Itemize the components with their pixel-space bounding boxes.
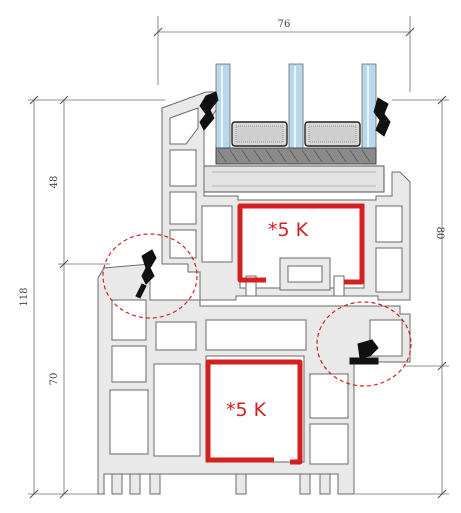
seal-hatch — [217, 149, 371, 163]
inner-seal-icon — [357, 339, 379, 359]
dim-top-label: 76 — [278, 19, 291, 30]
frame-chamber — [205, 319, 307, 351]
tick — [29, 95, 39, 105]
sash-chamber — [169, 107, 199, 145]
frame-foot — [299, 473, 311, 495]
gaskets — [135, 91, 391, 365]
sash-profile — [161, 91, 411, 301]
frame-chamber — [155, 321, 197, 351]
sash-reinforcement — [237, 203, 365, 285]
sash-web-hole — [287, 265, 323, 283]
center-seal-tail — [135, 283, 147, 299]
sash-chamber — [375, 205, 403, 243]
dimension-lines — [28, 16, 449, 495]
dim-48-label: 48 — [49, 176, 60, 189]
glazing-unit — [203, 63, 385, 193]
sash-chamber — [375, 247, 403, 293]
dim-118-label: 118 — [19, 287, 30, 306]
seal-detail-circle-left — [102, 233, 198, 319]
tick — [59, 95, 69, 105]
tick — [59, 259, 69, 269]
frame-foot — [235, 473, 247, 495]
frame-reinforcement-label: *5 K — [226, 399, 267, 421]
glazing-gasket-left-icon — [199, 91, 219, 131]
glazing-bridge — [203, 165, 385, 193]
steel-reinforcements — [205, 203, 365, 465]
dim-80-label: 80 — [434, 227, 445, 240]
tick — [59, 489, 69, 499]
inner-seal-strip — [349, 357, 379, 365]
tick — [437, 95, 447, 105]
sash-chamber — [201, 205, 233, 263]
frame-profile — [97, 263, 411, 495]
frame-chamber — [309, 423, 349, 465]
sash-reinforcement-label: *5 K — [268, 219, 309, 241]
frame-chamber — [153, 363, 201, 457]
frame-foot — [149, 473, 161, 495]
tick — [437, 489, 447, 499]
tick — [437, 361, 447, 371]
frame-foot — [129, 473, 141, 495]
glazing-gasket-right-icon — [373, 97, 391, 137]
frame-reinf-chamber — [205, 355, 305, 463]
bridge-pattern — [212, 171, 376, 187]
frame-foot — [319, 473, 331, 495]
dim-70-label: 70 — [49, 373, 60, 386]
tick — [29, 489, 39, 499]
frame-chamber — [111, 299, 147, 341]
frame-reinforcement — [205, 359, 303, 465]
sash-chamber — [169, 191, 197, 225]
frame-chamber — [109, 389, 149, 455]
frame-foot — [111, 473, 123, 495]
spacer-left-inner — [235, 125, 284, 143]
tick — [153, 27, 163, 37]
sash-chamber — [169, 229, 197, 259]
dimension-ticks — [29, 27, 447, 499]
detail-circles — [102, 233, 412, 387]
frame-chamber — [111, 345, 147, 383]
tick — [405, 27, 415, 37]
sash-chamber — [169, 149, 197, 187]
center-seal-icon — [141, 249, 157, 285]
seal-detail-circle-right — [316, 301, 412, 387]
spacer-right-inner — [308, 125, 357, 143]
secondary-seal — [215, 147, 377, 165]
